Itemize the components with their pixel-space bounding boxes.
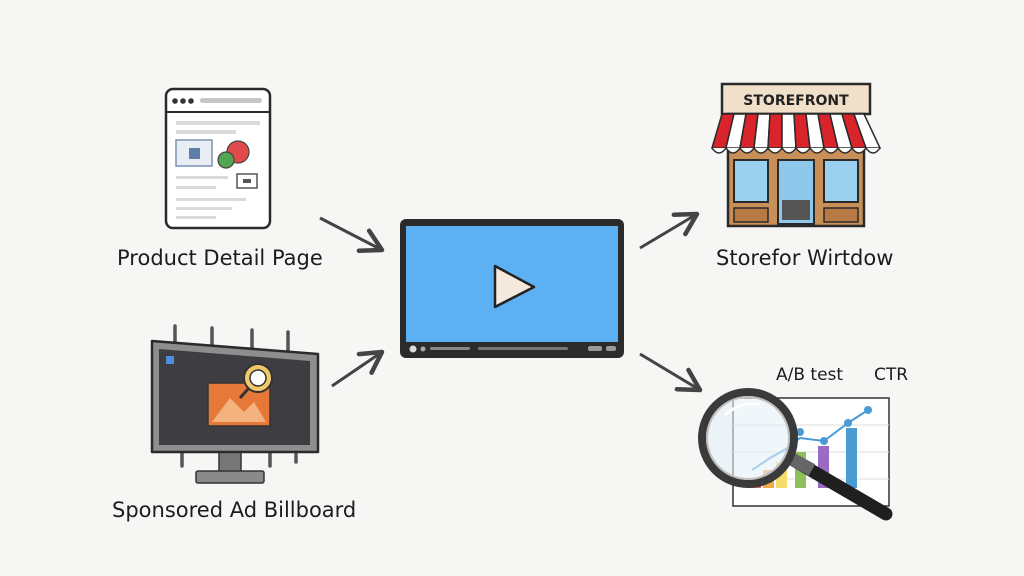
storefront-window-label: Storefor Wirtdow xyxy=(716,246,894,270)
ab-test-label: A/B test xyxy=(776,365,844,385)
arrow-billboard-to-video xyxy=(331,349,385,388)
billboard-icon xyxy=(150,324,320,484)
video-player-icon xyxy=(400,219,624,358)
arrow-video-to-storefront xyxy=(639,211,700,250)
storefront-sign-text: STOREFRONT xyxy=(743,93,849,109)
ctr-label: CTR xyxy=(874,365,909,385)
storefront-icon xyxy=(710,82,882,228)
sponsored-ad-billboard-label: Sponsored Ad Billboard xyxy=(112,498,357,522)
magnifier-analytics-icon xyxy=(698,388,893,521)
arrow-video-to-analytics xyxy=(639,352,703,393)
play-icon xyxy=(493,264,536,309)
product-detail-page-label: Product Detail Page xyxy=(117,246,323,270)
product-page-icon xyxy=(164,87,272,230)
arrow-product-to-video xyxy=(319,216,385,253)
